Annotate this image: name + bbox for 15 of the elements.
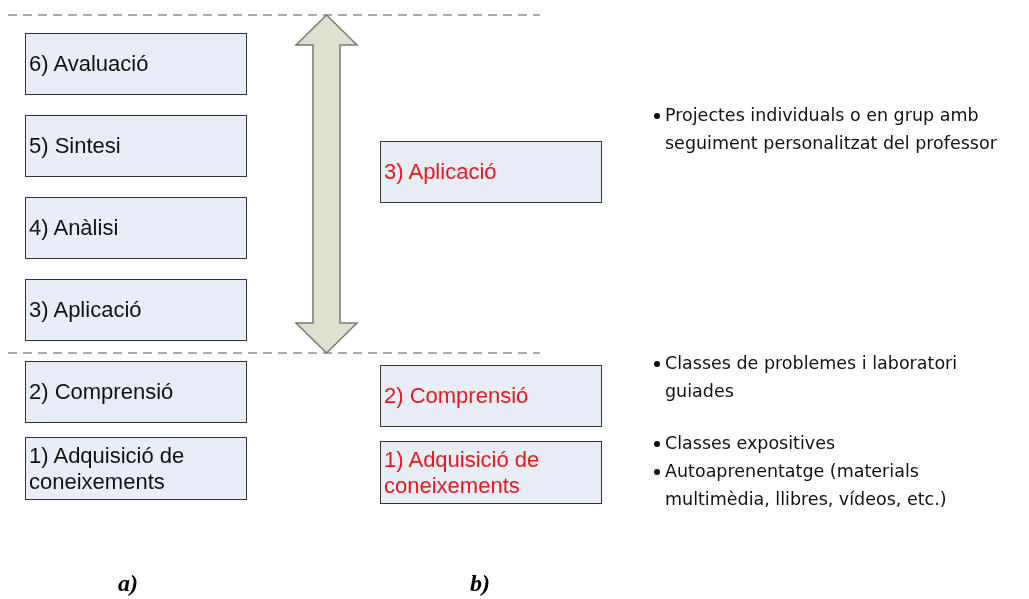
panel-label: a): [118, 570, 138, 597]
bullet-text: Projectes individuals o en grup amb seguiment personalitzat del professor: [665, 104, 998, 155]
level-box: 6) Avaluació: [25, 33, 247, 95]
bullet-text: Autoaprenentatge (materials multimèdia, llibres, vídeos, etc.): [665, 460, 948, 511]
level-box: 5) Sintesi: [25, 115, 247, 177]
level-box: 3) Aplicació: [380, 141, 602, 203]
level-box: 4) Anàlisi: [25, 197, 247, 259]
bullet-text: Classes de problemes i laboratori guiades: [665, 352, 959, 403]
panel-label: b): [470, 570, 490, 597]
level-box: 3) Aplicació: [25, 279, 247, 341]
level-box: 1) Adquisició de coneixements: [25, 437, 247, 500]
level-box: 2) Comprensió: [380, 365, 602, 427]
level-box: 2) Comprensió: [25, 361, 247, 423]
bullet-text: Classes expositives: [665, 432, 837, 455]
level-box: 1) Adquisició de coneixements: [380, 441, 602, 504]
